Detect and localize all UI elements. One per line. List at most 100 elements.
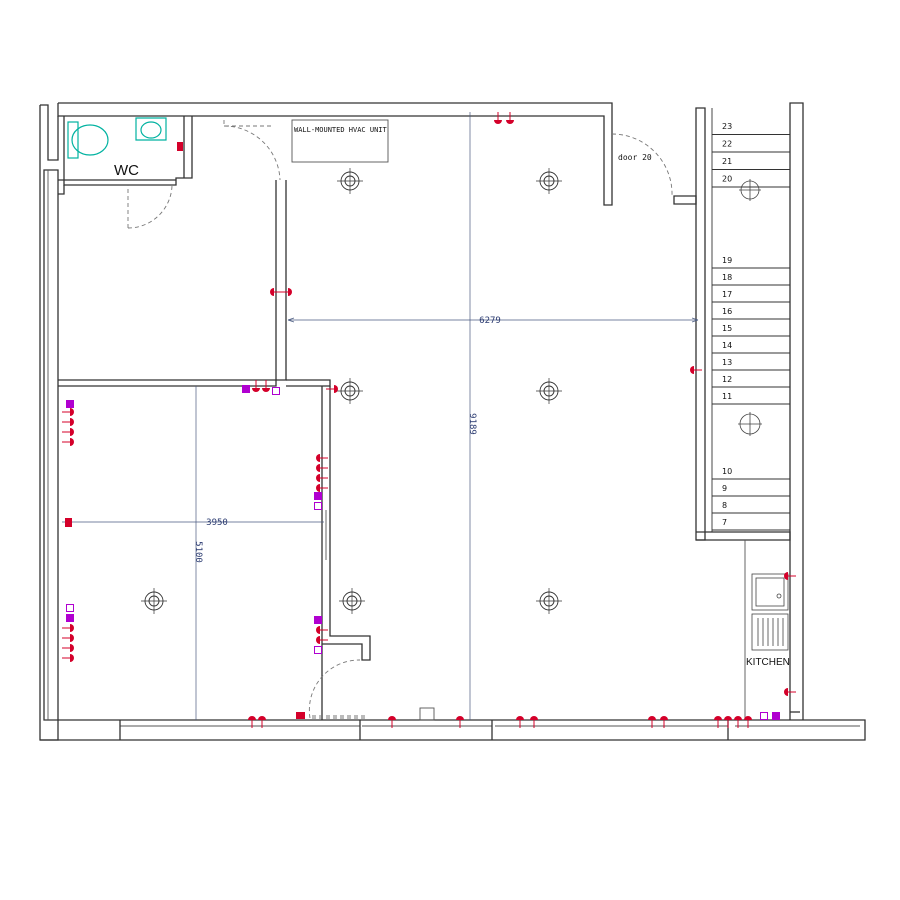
socket-icon [388,716,396,728]
socket-icon [734,716,742,728]
door-label: door 20 [618,153,652,162]
stair-tread: 23 [712,122,790,135]
socket-icon [62,418,74,426]
stair-tread: 17 [712,290,790,303]
outer-walls [39,102,866,741]
ceiling-light-icon [536,588,562,614]
socket-icon [744,716,752,728]
washbasin-icon [135,117,167,141]
stair-number: 12 [722,375,732,384]
socket-icon [530,716,538,728]
data-outlet-icon [772,712,780,720]
socket-icon [248,716,256,728]
socket-icon [494,112,502,124]
stair-number: 9 [722,484,727,493]
dimension-text: 3950 [206,518,228,528]
stair-tread: 19 [712,256,790,269]
ceiling-light-icon [337,378,363,404]
socket-icon [262,380,270,392]
stair-tread: 12 [712,375,790,388]
socket-icon [660,716,668,728]
stair-number: 7 [722,518,727,527]
ceiling-light-icon [339,588,365,614]
stair-number: 22 [722,140,732,149]
stair-tread: 11 [712,392,790,405]
dimension-text: 6279 [479,316,501,326]
data-outlet-icon [66,400,74,408]
stair-number: 14 [722,341,732,350]
stair-tread: 7 [712,518,790,531]
dimension-horizontal-room: 3950 [62,518,324,528]
electrical-points [62,112,796,728]
ceiling-light-icon [141,588,167,614]
stair-circle-icon [738,412,762,436]
socket-icon [62,634,74,642]
socket-icon [280,288,292,296]
socket-icon [62,438,74,446]
ceiling-light-icon [337,168,363,194]
stair-number: 13 [722,358,732,367]
socket-icon [258,716,266,728]
socket-icon [714,716,722,728]
stair-number: 21 [722,157,732,166]
stair-number: 18 [722,273,732,282]
socket-icon [316,454,328,462]
socket-icon [648,716,656,728]
stair-number: 8 [722,501,727,510]
stair-tread: 8 [712,501,790,514]
data-outlet-icon [314,616,322,624]
stair-tread: 10 [712,467,790,480]
stair-tread: 13 [712,358,790,371]
stair-number: 11 [722,392,732,401]
stair-number: 23 [722,122,732,131]
data-outlet-icon [760,712,768,720]
ceiling-light-icon [536,378,562,404]
room-label-wc: WC [114,162,139,179]
data-outlet-icon [314,502,322,510]
door-swings [127,120,673,719]
stair-circle-icon [739,179,761,201]
hvac-label: WALL-MOUNTED HVAC UNIT [294,126,388,134]
data-outlet-icon [272,387,280,395]
socket-icon [316,474,328,482]
dimension-horizontal-main: 6279 [287,316,699,326]
socket-icon [62,654,74,662]
interior-walls [58,107,791,721]
socket-icon [316,484,328,492]
room-label-kitchen: KITCHEN [746,657,790,668]
data-outlet-icon [66,604,74,612]
socket-icon [316,464,328,472]
drainer-icon [751,613,789,651]
stair-number: 17 [722,290,732,299]
wc-fixtures [67,117,167,159]
staircase: 23 22 21 20 19 18 17 16 15 14 13 12 11 10 9 8 7 [711,108,790,532]
ceiling-lights [141,168,562,614]
socket-icon [690,366,702,374]
ceiling-light-icon [536,168,562,194]
stair-number: 10 [722,467,732,476]
stair-tread: 15 [712,324,790,337]
stair-tread: 9 [712,484,790,497]
socket-icon [62,644,74,652]
stair-tread: 21 [712,157,790,170]
socket-icon [326,385,338,393]
sink-icon [751,573,789,611]
data-outlet-icon [314,646,322,654]
stair-tread: 20 [712,175,790,188]
stair-number: 16 [722,307,732,316]
stair-number: 15 [722,324,732,333]
socket-icon [62,428,74,436]
stair-number: 19 [722,256,732,265]
stair-tread: 18 [712,273,790,286]
socket-icon [62,624,74,632]
dimension-vertical-main: 9189 [467,112,477,720]
stair-tread: 14 [712,341,790,354]
data-outlet-icon [242,385,250,393]
socket-icon [316,636,328,644]
stair-tread: 16 [712,307,790,320]
data-outlet-icon [314,492,322,500]
toilet-icon [67,121,109,159]
socket-icon [506,112,514,124]
dimension-vertical-room: 5100 [193,386,203,720]
